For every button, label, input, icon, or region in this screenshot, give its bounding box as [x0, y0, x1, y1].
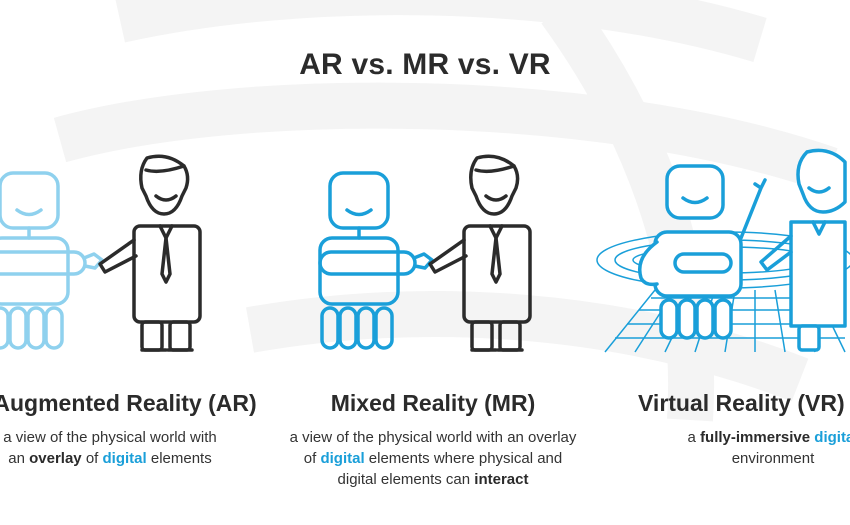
bold-text: overlay: [29, 450, 82, 467]
text-segment: an: [8, 450, 30, 467]
highlight-text: digital: [102, 450, 147, 467]
bold-text: interact: [474, 471, 529, 488]
description-line: a fully-immersive digital: [643, 427, 850, 448]
text-segment: elements: [146, 450, 212, 467]
vr-person: [759, 148, 847, 352]
ar-description: a view of the physical world with an over…: [0, 427, 260, 469]
highlight-text: digital: [320, 450, 365, 467]
text-segment: environment: [731, 450, 815, 467]
text-segment: a: [687, 429, 701, 446]
page-title: AR vs. MR vs. VR: [299, 48, 551, 81]
mr-robot: [318, 171, 434, 350]
ar-illustration: [0, 154, 202, 352]
text-segment: a view of the physical world with: [3, 429, 217, 446]
mr-person: [428, 154, 532, 352]
mr-illustration: [318, 154, 532, 352]
description-line: a view of the physical world with: [0, 427, 260, 448]
mr-title: Mixed Reality (MR): [330, 390, 536, 416]
description-line: an overlay of digital elements: [0, 448, 260, 469]
ar-person: [98, 154, 202, 352]
text-segment: of: [81, 450, 103, 467]
text-segment: of: [303, 450, 321, 467]
description-line: a view of the physical world with an ove…: [263, 427, 603, 448]
vr-illustration: [596, 148, 850, 353]
description-line: environment: [643, 448, 850, 469]
mr-description: a view of the physical world with an ove…: [263, 427, 603, 490]
description-line: of digital elements where physical and: [263, 448, 603, 469]
bold-text: fully-immersive: [700, 429, 811, 446]
vr-robot: [638, 164, 767, 340]
text-segment: elements where physical and: [364, 450, 563, 467]
ar-robot: [0, 171, 104, 350]
description-line: digital elements can interact: [263, 469, 603, 490]
vr-description: a fully-immersive digital environment: [643, 427, 850, 469]
text-segment: a view of the physical world with an ove…: [289, 429, 577, 446]
text-segment: digital elements can: [337, 471, 475, 488]
ar-title: Augmented Reality (AR): [0, 390, 257, 416]
vr-title: Virtual Reality (VR): [638, 390, 845, 416]
highlight-text: digital: [814, 429, 850, 446]
